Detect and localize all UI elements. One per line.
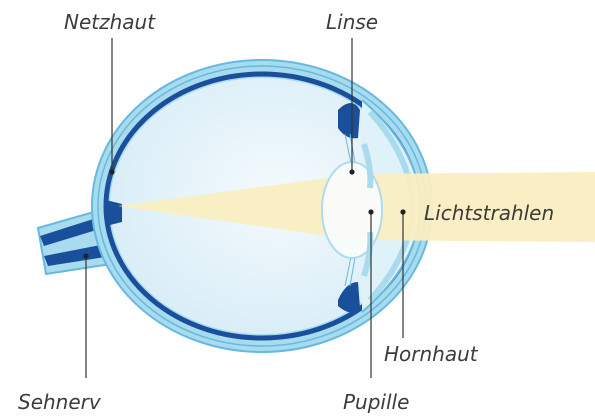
cornea-dot: [400, 209, 405, 214]
label-retina: Netzhaut: [64, 12, 155, 32]
label-lens: Linse: [326, 12, 378, 32]
pupil-dot: [368, 209, 373, 214]
retina-dot: [109, 169, 114, 174]
label-cornea: Hornhaut: [384, 344, 478, 364]
label-optic-nerve: Sehnerv: [18, 392, 101, 412]
optic-nerve-dot: [83, 253, 88, 258]
label-light-rays: Lichtstrahlen: [424, 203, 554, 223]
label-pupil: Pupille: [343, 392, 409, 412]
lens-dot: [349, 169, 354, 174]
